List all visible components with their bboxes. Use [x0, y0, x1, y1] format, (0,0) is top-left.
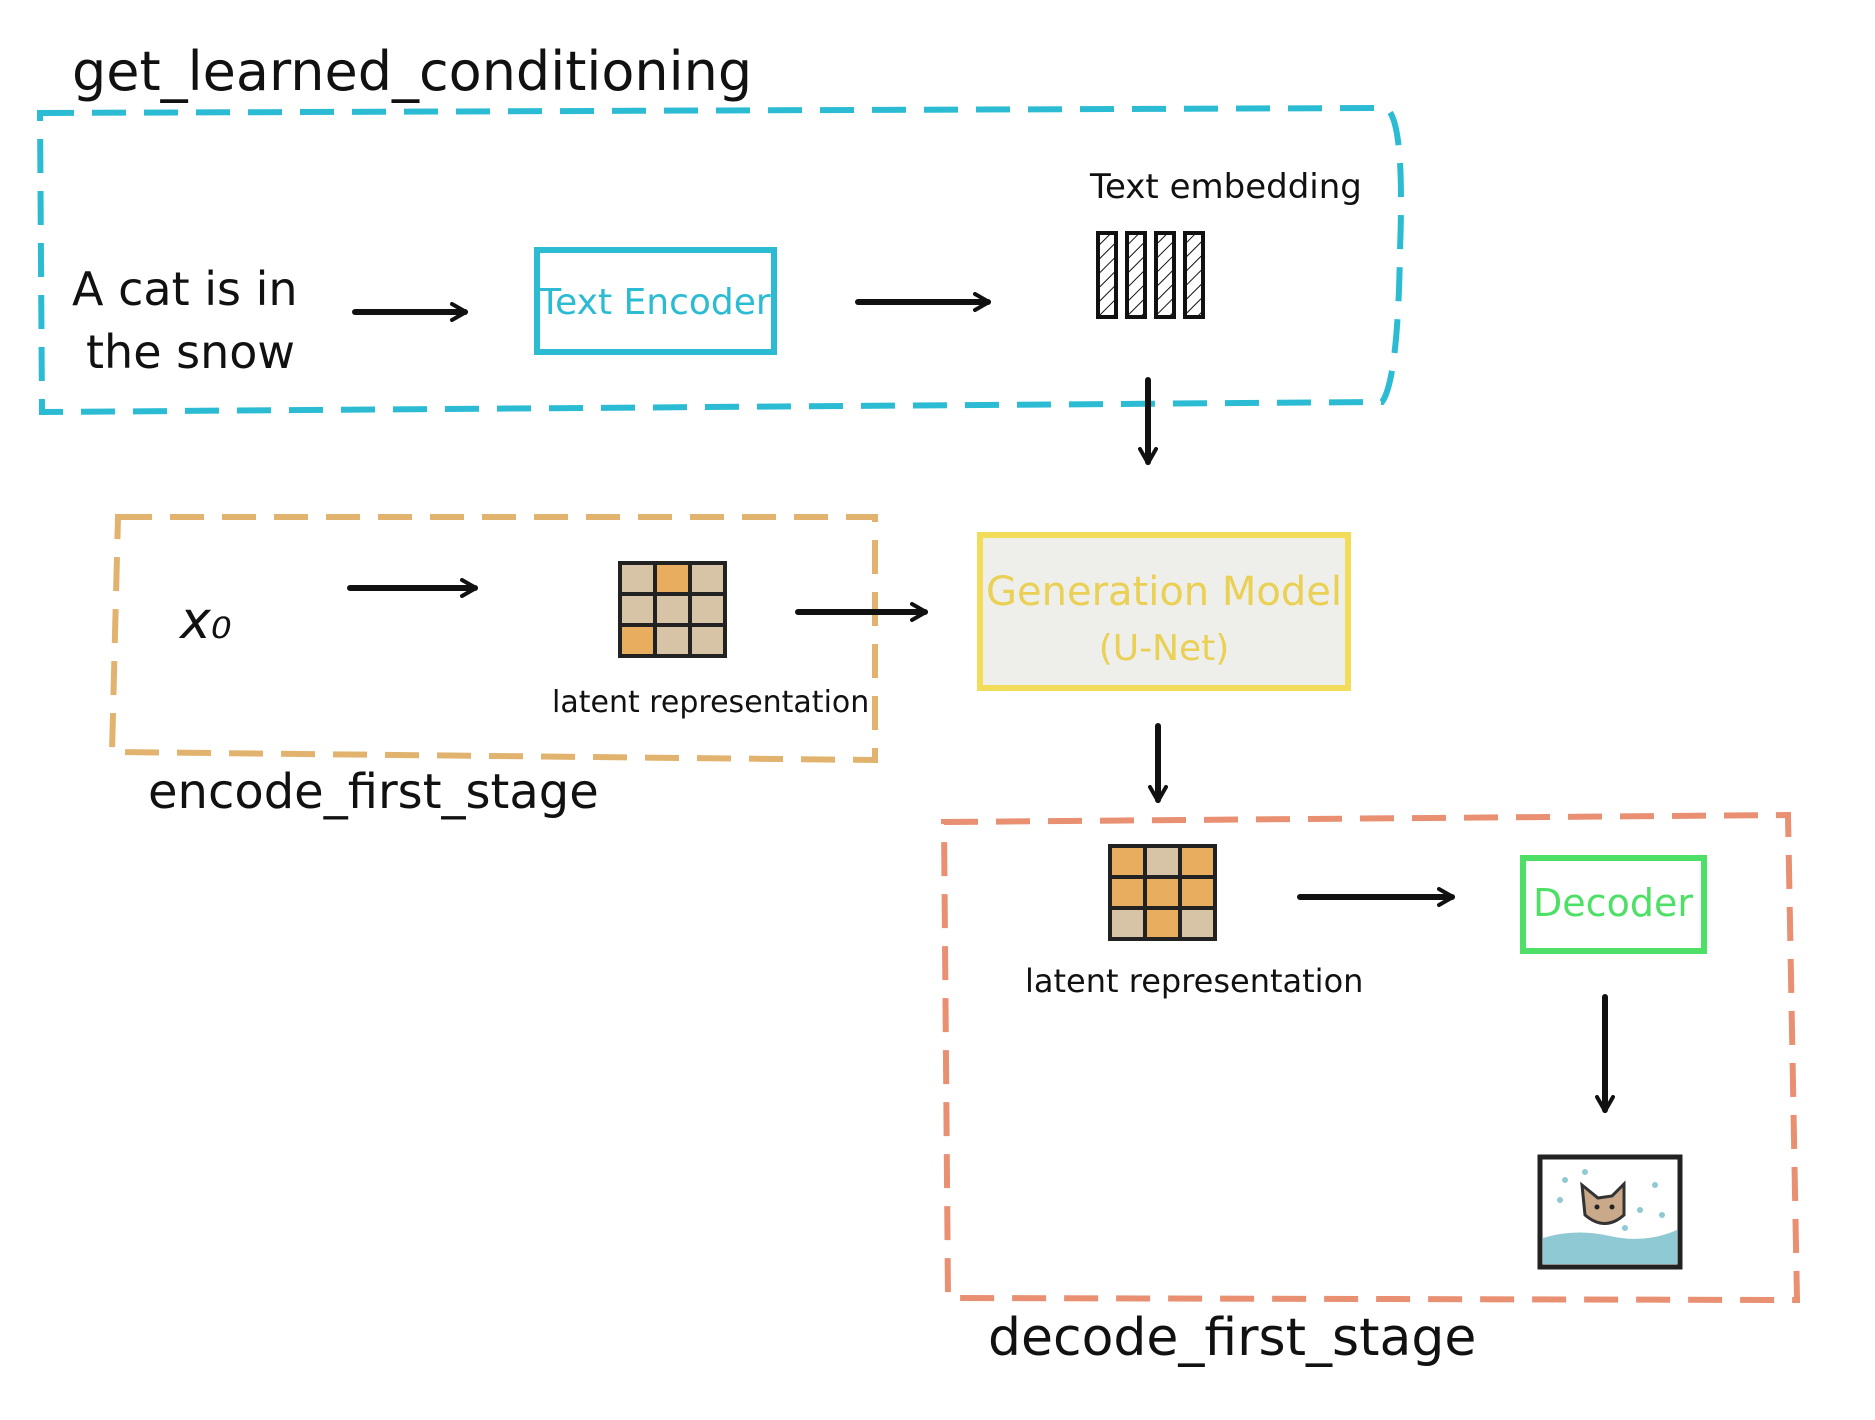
generation-model-box: [977, 532, 1351, 691]
x0-label: x₀: [178, 591, 232, 651]
encode-group-title: encode_first_stage: [148, 764, 599, 820]
latent-in-label: latent representation: [552, 685, 869, 720]
text-embedding-label: Text embedding: [1089, 167, 1362, 207]
text-encoder-box: [534, 247, 777, 355]
prompt-text-line2: the snow: [86, 325, 295, 379]
conditioning-group-border: [36, 104, 1404, 416]
text-encoder-label: Text Encoder: [538, 282, 771, 323]
latent-grid-icon: [1108, 844, 1217, 941]
cat-in-snow-image-icon: [1537, 1154, 1683, 1270]
decoder-label: Decoder: [1533, 881, 1693, 925]
decode-group-border: [940, 811, 1801, 1304]
latent-grid-icon: [618, 561, 727, 658]
generation-model-label: Generation Model: [986, 569, 1342, 615]
encode-group-border: [108, 514, 878, 764]
latent-out-label: latent representation: [1025, 962, 1363, 1000]
decoder-box: [1520, 855, 1707, 954]
conditioning-group-title: get_learned_conditioning: [72, 40, 752, 103]
prompt-text-line1: A cat is in: [72, 262, 298, 316]
decode-group-title: decode_first_stage: [988, 1308, 1476, 1368]
generation-model-sublabel: (U-Net): [1099, 628, 1230, 669]
embedding-bars-icon: [1096, 231, 1205, 319]
